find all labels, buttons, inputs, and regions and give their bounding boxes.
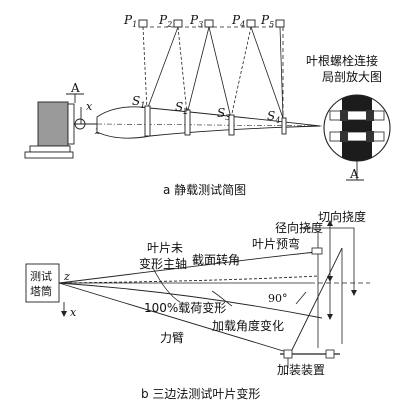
- undeformed-axis-label-2: 变形主轴: [139, 256, 187, 271]
- detail-label-line2: 局剖放大图: [322, 69, 382, 84]
- blade-deflection-curves: [58, 251, 323, 354]
- lever-arm-label: 力臂: [160, 331, 184, 345]
- station-s2-label: S2: [175, 100, 188, 116]
- load-angle-change-label: 加载角度变化: [212, 318, 284, 333]
- station-s3-clamp: [228, 114, 235, 136]
- sensor-p3-label: P3: [189, 13, 203, 29]
- tower-label-line2: 塔筒: [30, 284, 52, 298]
- loading-device-label: 加装装置: [277, 363, 325, 377]
- axis-z-label-b: z: [63, 270, 70, 283]
- test-tower-box: [25, 263, 60, 303]
- sensor-p5-label: P5: [260, 13, 274, 29]
- measurement-lines: [142, 26, 284, 119]
- sensor-p4-box: [246, 19, 256, 28]
- blade-outline: [96, 106, 321, 139]
- sensor-p1-box: [138, 19, 148, 28]
- tower-label-line1: 测试: [30, 270, 52, 283]
- sensor-p1-label: P1: [123, 13, 137, 29]
- tangential-deflection-label: 切向挠度: [318, 209, 366, 224]
- station-s1-clamp: [144, 105, 151, 137]
- undeformed-axis-label-1: 叶片未: [147, 241, 183, 255]
- axis-x-label-b: x: [70, 306, 77, 319]
- station-s3-label: S3: [217, 106, 230, 122]
- panel-a-static-load-diagram: P1 P2 P3 P4 P5 A x: [24, 13, 391, 197]
- panel-b-three-side-method: 测试 塔筒 z x: [25, 209, 370, 401]
- radial-deflection-label: 径向挠度: [275, 220, 323, 235]
- station-s1-label: S1: [132, 94, 145, 110]
- root-bolt-detail: [323, 94, 391, 162]
- station-s4-clamp: [281, 117, 287, 135]
- axis-x-label-a: x: [86, 100, 93, 113]
- section-a-top-label: A: [70, 81, 80, 95]
- panel-b-caption: b 三边法测试叶片变形: [141, 386, 260, 401]
- precurve-label: 叶片预弯: [252, 236, 300, 251]
- sensor-p4-label: P4: [231, 13, 245, 29]
- right-angle-label: 90°: [268, 292, 288, 305]
- full-load-deformation-label: 100%载荷变形: [144, 300, 226, 315]
- sensor-p3-box: [204, 19, 214, 28]
- section-a-bottom-label: A: [349, 167, 359, 181]
- detail-label-line1: 叶根螺栓连接: [306, 53, 378, 68]
- station-s2-clamp: [184, 109, 191, 136]
- section-twist-label: 截面转角: [192, 252, 240, 267]
- station-s4-label: S4: [267, 109, 280, 125]
- sensor-p2-box: [173, 19, 183, 28]
- test-tower-block: [24, 101, 97, 159]
- panel-a-caption: a 静载测试简图: [163, 182, 246, 197]
- sensor-p5-box: [275, 19, 285, 28]
- loading-device: [280, 349, 340, 368]
- sensor-p2-label: P2: [158, 13, 172, 29]
